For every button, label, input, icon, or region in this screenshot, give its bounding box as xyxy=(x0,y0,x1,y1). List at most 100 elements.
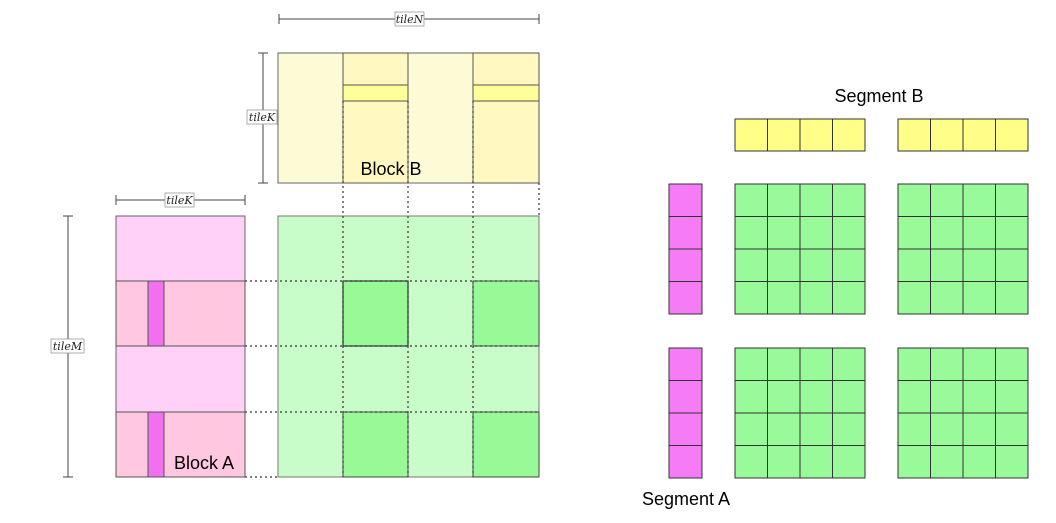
segment-c-cell-0-2-0 xyxy=(734,248,768,282)
block-b-band-2 xyxy=(472,84,540,102)
segment-a-cell-0-0 xyxy=(668,183,703,217)
segment-b-label: Segment B xyxy=(834,86,923,106)
block-a-band-1 xyxy=(147,280,165,347)
segment-c-cell-2-1-1 xyxy=(767,380,801,414)
segment-c-cell-2-3-3 xyxy=(832,445,866,479)
segment-c-cell-1-3-3 xyxy=(995,281,1029,315)
segment-c-cell-1-2-1 xyxy=(930,248,964,282)
segment-c-cell-0-3-3 xyxy=(832,281,866,315)
segment-c-cell-2-2-0 xyxy=(734,412,768,446)
dim-tile-n-box xyxy=(394,11,425,27)
segment-c-cell-2-0-1 xyxy=(767,347,801,381)
segment-a-cell-1-0 xyxy=(668,347,703,381)
segment-c-cell-3-0-3 xyxy=(995,347,1029,381)
segment-c-cell-2-0-2 xyxy=(799,347,833,381)
segment-c-cell-1-0-0 xyxy=(897,183,931,217)
segment-c-cell-2-2-3 xyxy=(832,412,866,446)
segment-c-cell-0-0-1 xyxy=(767,183,801,217)
segment-c-cell-0-3-1 xyxy=(767,281,801,315)
segment-c-cell-0-3-2 xyxy=(799,281,833,315)
guide-lines xyxy=(245,101,540,478)
segment-c-cell-1-1-0 xyxy=(897,216,931,250)
segment-c-cell-0-1-0 xyxy=(734,216,768,250)
segment-a-cell-1-2 xyxy=(668,412,703,446)
segment-c-cell-1-1-3 xyxy=(995,216,1029,250)
segment-c-cell-2-0-0 xyxy=(734,347,768,381)
tile-k-horizontal-label: tileK xyxy=(166,194,193,207)
block-b-column-2 xyxy=(472,52,540,184)
segment-c-cell-2-3-2 xyxy=(799,445,833,479)
segment-c-cell-1-1-1 xyxy=(930,216,964,250)
dim-tile-k-horizontal-box xyxy=(164,192,195,208)
dim-tile-m-box xyxy=(50,338,85,354)
segment-c-cell-3-3-0 xyxy=(897,445,931,479)
segment-c-cell-0-1-2 xyxy=(799,216,833,250)
segment-b-cell-1-1 xyxy=(930,118,964,152)
segment-c-cell-1-0-1 xyxy=(930,183,964,217)
segment-c-cell-0-0-0 xyxy=(734,183,768,217)
block-a-label: Block A xyxy=(174,453,234,473)
segment-a-cell-1-1 xyxy=(668,380,703,414)
segment-c-cell-3-2-2 xyxy=(962,412,996,446)
block-c-tile-1 xyxy=(342,280,409,347)
segment-c-cell-1-0-3 xyxy=(995,183,1029,217)
segment-c-cell-3-0-2 xyxy=(962,347,996,381)
segment-c-cell-3-1-1 xyxy=(930,380,964,414)
segment-c-cell-3-3-3 xyxy=(995,445,1029,479)
block-c-tile-2 xyxy=(472,280,540,347)
segment-c-cell-2-1-3 xyxy=(832,380,866,414)
segment-b-cell-1-0 xyxy=(897,118,931,152)
segment-a-cell-0-2 xyxy=(668,248,703,282)
block-a xyxy=(115,215,246,478)
block-c-tile-3 xyxy=(342,411,409,478)
dim-tile-k-vertical-box xyxy=(246,109,278,125)
segment-c-cell-2-2-1 xyxy=(767,412,801,446)
segment-c-cell-1-3-0 xyxy=(897,281,931,315)
segment-b-cell-0-2 xyxy=(799,118,833,152)
segment-c-cell-1-3-1 xyxy=(930,281,964,315)
segment-c-cell-1-2-0 xyxy=(897,248,931,282)
block-b xyxy=(277,52,540,184)
segment-c-cell-1-3-2 xyxy=(962,281,996,315)
segment-c-cell-2-3-0 xyxy=(734,445,768,479)
segment-b-cell-0-0 xyxy=(734,118,768,152)
block-b-column-1 xyxy=(342,52,409,184)
segment-c-cell-3-1-2 xyxy=(962,380,996,414)
segment-c-cell-3-1-3 xyxy=(995,380,1029,414)
segment-c-cell-3-0-1 xyxy=(930,347,964,381)
tile-n-label: tileN xyxy=(396,13,424,26)
block-a-row-1 xyxy=(115,280,246,347)
segment-c-cell-0-1-1 xyxy=(767,216,801,250)
segment-c-cell-1-2-3 xyxy=(995,248,1029,282)
segment-a-cell-0-3 xyxy=(668,281,703,315)
segment-c-cell-1-1-2 xyxy=(962,216,996,250)
segment-a-cell-0-1 xyxy=(668,216,703,250)
block-a-band-2 xyxy=(147,411,165,478)
tile-m-label: tileM xyxy=(53,340,83,353)
segment-c-cell-2-1-0 xyxy=(734,380,768,414)
segment-c-cell-0-2-2 xyxy=(799,248,833,282)
segments xyxy=(668,118,1029,479)
segment-c-cell-0-2-1 xyxy=(767,248,801,282)
segment-c-cell-2-2-2 xyxy=(799,412,833,446)
block-b-label: Block B xyxy=(360,159,421,179)
block-c-tile-4 xyxy=(472,411,540,478)
segment-c-cell-2-0-3 xyxy=(832,347,866,381)
block-a-row-2 xyxy=(115,411,246,478)
segment-c-cell-3-1-0 xyxy=(897,380,931,414)
segment-a-label: Segment A xyxy=(642,489,730,509)
segment-b-cell-0-1 xyxy=(767,118,801,152)
segment-b-cell-1-3 xyxy=(995,118,1029,152)
segment-c-cell-1-2-2 xyxy=(962,248,996,282)
segment-c-cell-3-2-1 xyxy=(930,412,964,446)
block-b-band-1 xyxy=(342,84,409,102)
segment-c-cell-0-1-3 xyxy=(832,216,866,250)
segment-b-cell-1-2 xyxy=(962,118,996,152)
segment-c-cell-0-0-2 xyxy=(799,183,833,217)
segment-b-cell-0-3 xyxy=(832,118,866,152)
tile-k-vertical-label: tileK xyxy=(249,111,276,124)
segment-c-cell-0-2-3 xyxy=(832,248,866,282)
segment-c-cell-1-0-2 xyxy=(962,183,996,217)
segment-c-cell-3-0-0 xyxy=(897,347,931,381)
